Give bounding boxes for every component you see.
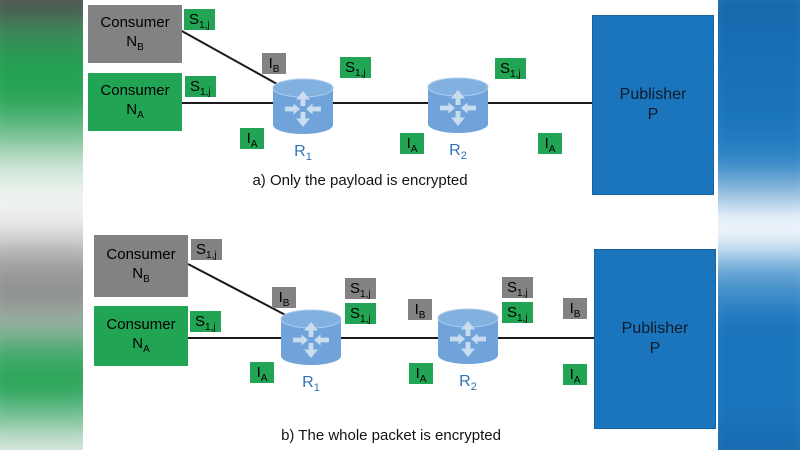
publisher-b: Publisher P <box>594 249 716 429</box>
caption-b: b) The whole packet is encrypted <box>281 427 501 444</box>
router-label: R1 <box>302 374 320 395</box>
node-title: Consumer <box>106 245 176 263</box>
link-nb-r1-b <box>187 263 296 321</box>
router-icon <box>437 308 499 365</box>
badge-ia-right-a: IA <box>538 133 562 155</box>
router-icon <box>272 78 334 135</box>
ambient-blur-left <box>0 0 83 450</box>
consumer-nb-a: Consumer NB <box>88 5 182 63</box>
badge-s1j-consumer-nb-b: S1,j <box>191 239 222 261</box>
node-title: Consumer <box>106 315 176 333</box>
badge-s1j-gray-after-r2-b: S1,j <box>502 277 533 299</box>
badge-ia-router1-b: IA <box>250 362 274 384</box>
node-title: Consumer <box>100 13 170 31</box>
badge-s1j-consumer-na-b: S1,j <box>190 311 221 333</box>
link-nb-r1-a <box>179 29 278 85</box>
publisher-a: Publisher P <box>592 15 714 195</box>
router-icon <box>280 309 342 366</box>
badge-ia-router1-a: IA <box>240 128 264 150</box>
node-title: Publisher <box>619 86 687 103</box>
badge-ib-router1-b: IB <box>272 287 296 309</box>
caption-a: a) Only the payload is encrypted <box>252 172 468 189</box>
consumer-nb-b: Consumer NB <box>94 235 188 297</box>
consumer-na-a: Consumer NA <box>88 73 182 131</box>
node-symbol: P <box>649 340 661 357</box>
router-r2-b: R2 <box>437 308 499 393</box>
router-r2-a: R2 <box>427 77 489 162</box>
badge-s1j-green-after-r1-b: S1,j <box>345 303 376 325</box>
ambient-gradient <box>718 0 800 450</box>
node-symbol: NB <box>132 264 150 285</box>
consumer-na-b: Consumer NA <box>94 306 188 366</box>
badge-s1j-green-after-r2-b: S1,j <box>502 302 533 324</box>
router-label: R2 <box>449 142 467 163</box>
router-r1-a: R1 <box>272 78 334 163</box>
node-title: Publisher <box>621 320 689 337</box>
badge-s1j-consumer-nb-a: S1,j <box>184 9 215 31</box>
badge-ia-mid-b: IA <box>409 363 433 385</box>
badge-s1j-gray-after-r1-b: S1,j <box>345 278 376 300</box>
ambient-blur-right <box>718 0 800 450</box>
badge-s1j-right-a: S1,j <box>495 58 526 80</box>
badge-ia-right-b: IA <box>563 364 587 386</box>
node-symbol: NB <box>126 32 144 53</box>
badge-ib-mid-b: IB <box>408 299 432 321</box>
node-symbol: P <box>647 106 659 123</box>
ambient-gradient <box>0 0 83 450</box>
badge-ib-router1-a: IB <box>262 53 286 75</box>
badge-ia-mid-a: IA <box>400 133 424 155</box>
router-label: R1 <box>294 143 312 164</box>
badge-ib-right-b: IB <box>563 298 587 320</box>
node-title: Consumer <box>100 81 170 99</box>
node-symbol: NA <box>132 334 150 355</box>
router-icon <box>427 77 489 134</box>
node-symbol: NA <box>126 100 144 121</box>
router-r1-b: R1 <box>280 309 342 394</box>
badge-s1j-mid-a: S1,j <box>340 57 371 79</box>
router-label: R2 <box>459 373 477 394</box>
badge-s1j-consumer-na-a: S1,j <box>185 76 216 98</box>
